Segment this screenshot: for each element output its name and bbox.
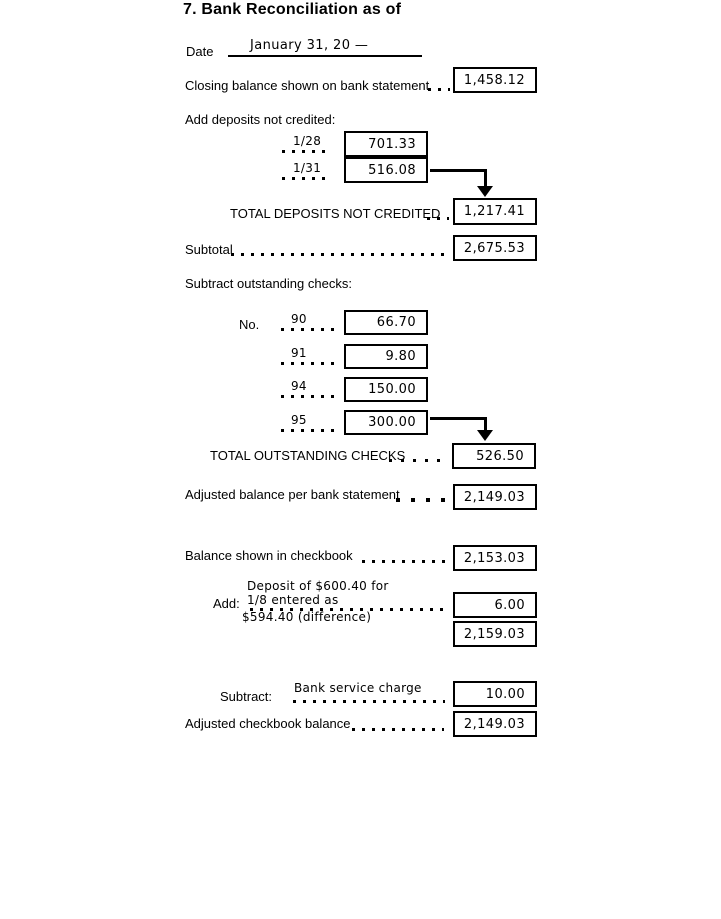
add-note-line-3: $594.40 (difference) — [242, 610, 372, 624]
total-checks-leader-dots — [389, 459, 445, 462]
check-number-label: No. — [239, 317, 260, 332]
check-leader-dots-3 — [281, 395, 337, 398]
check-leader-dots-1 — [281, 328, 337, 331]
add-result-value: 2,159.03 — [463, 626, 525, 642]
total-deposits-leader-dots — [427, 217, 449, 220]
adjusted-checkbook-leader-dots — [352, 728, 444, 731]
checkbook-balance-value: 2,153.03 — [463, 550, 525, 566]
adjusted-bank-leader-dots — [396, 498, 448, 502]
deposits-heading: Add deposits not credited: — [185, 112, 336, 127]
check-leader-dots-2 — [281, 362, 337, 365]
deposit-amount-1: 701.33 — [368, 136, 416, 152]
check-amount-1: 66.70 — [376, 315, 416, 330]
add-leader-dots — [250, 608, 446, 611]
total-checks-value: 526.50 — [476, 448, 524, 464]
subtotal-value: 2,675.53 — [463, 240, 525, 256]
deposits-flow-arrowhead-icon — [477, 186, 493, 197]
check-amount-box-1: 66.70 — [344, 310, 428, 335]
closing-balance-label: Closing balance shown on bank statement — [185, 78, 430, 93]
adjusted-checkbook-label: Adjusted checkbook balance — [185, 716, 351, 731]
check-number-2: 91 — [291, 346, 307, 360]
check-amount-4: 300.00 — [368, 415, 416, 430]
add-note-line-2: 1/8 entered as — [247, 593, 339, 607]
check-leader-dots-4 — [281, 429, 337, 432]
checkbook-leader-dots — [362, 560, 446, 563]
subtract-leader-dots — [293, 700, 445, 703]
checkbook-balance-label: Balance shown in checkbook — [185, 548, 353, 563]
subtract-amount-box: 10.00 — [453, 681, 537, 707]
checks-flow-arrow-vertical — [484, 417, 487, 431]
total-deposits-label: TOTAL DEPOSITS NOT CREDITED — [230, 206, 441, 221]
subtotal-box: 2,675.53 — [453, 235, 537, 261]
checks-flow-arrowhead-icon — [477, 430, 493, 441]
checkbook-balance-box: 2,153.03 — [453, 545, 537, 571]
adjusted-bank-value: 2,149.03 — [463, 489, 525, 505]
subtract-label: Subtract: — [220, 689, 273, 704]
adjusted-bank-box: 2,149.03 — [453, 484, 537, 510]
check-number-1: 90 — [291, 312, 307, 326]
add-amount-box: 6.00 — [453, 592, 537, 618]
closing-balance-value: 1,458.12 — [463, 72, 525, 88]
date-label: Date — [186, 44, 214, 59]
check-number-4: 95 — [291, 413, 307, 427]
deposit-amount-box-1: 701.33 — [344, 131, 428, 157]
subtract-amount-value: 10.00 — [485, 686, 525, 702]
deposit-date-1: 1/28 — [293, 134, 322, 148]
add-amount-value: 6.00 — [494, 597, 525, 613]
deposit-amount-box-2: 516.08 — [344, 157, 428, 183]
date-underline — [228, 55, 422, 57]
adjusted-bank-label: Adjusted balance per bank statement — [185, 487, 400, 502]
deposit-date-2: 1/31 — [293, 161, 322, 175]
deposit-amount-2: 516.08 — [368, 162, 416, 178]
deposit-leader-dots-1 — [282, 150, 328, 153]
page-title: 7. Bank Reconciliation as of — [183, 1, 402, 18]
add-label: Add: — [213, 596, 240, 611]
check-amount-box-3: 150.00 — [344, 377, 428, 402]
check-amount-box-2: 9.80 — [344, 344, 428, 369]
adjusted-checkbook-box: 2,149.03 — [453, 711, 537, 737]
deposits-flow-arrow-horizontal — [430, 169, 487, 172]
check-amount-2: 9.80 — [385, 349, 416, 364]
deposits-flow-arrow-vertical — [484, 169, 487, 187]
total-deposits-value: 1,217.41 — [463, 204, 525, 219]
checks-heading: Subtract outstanding checks: — [185, 276, 352, 291]
check-amount-3: 150.00 — [368, 382, 416, 397]
add-note-line-1: Deposit of $600.40 for — [247, 579, 389, 593]
subtotal-leader-dots — [231, 253, 445, 256]
total-checks-box: 526.50 — [452, 443, 536, 469]
check-number-3: 94 — [291, 379, 307, 393]
add-result-box: 2,159.03 — [453, 621, 537, 647]
date-value: January 31, 20 — — [250, 38, 369, 53]
subtract-note: Bank service charge — [294, 681, 422, 695]
closing-balance-box: 1,458.12 — [453, 67, 537, 93]
subtotal-label: Subtotal — [185, 242, 233, 257]
total-deposits-box: 1,217.41 — [453, 198, 537, 225]
checks-flow-arrow-horizontal — [430, 417, 487, 420]
closing-balance-leader-dots — [428, 88, 450, 91]
deposit-leader-dots-2 — [282, 177, 328, 180]
total-checks-label: TOTAL OUTSTANDING CHECKS — [210, 448, 406, 463]
adjusted-checkbook-value: 2,149.03 — [463, 716, 525, 732]
check-amount-box-4: 300.00 — [344, 410, 428, 435]
